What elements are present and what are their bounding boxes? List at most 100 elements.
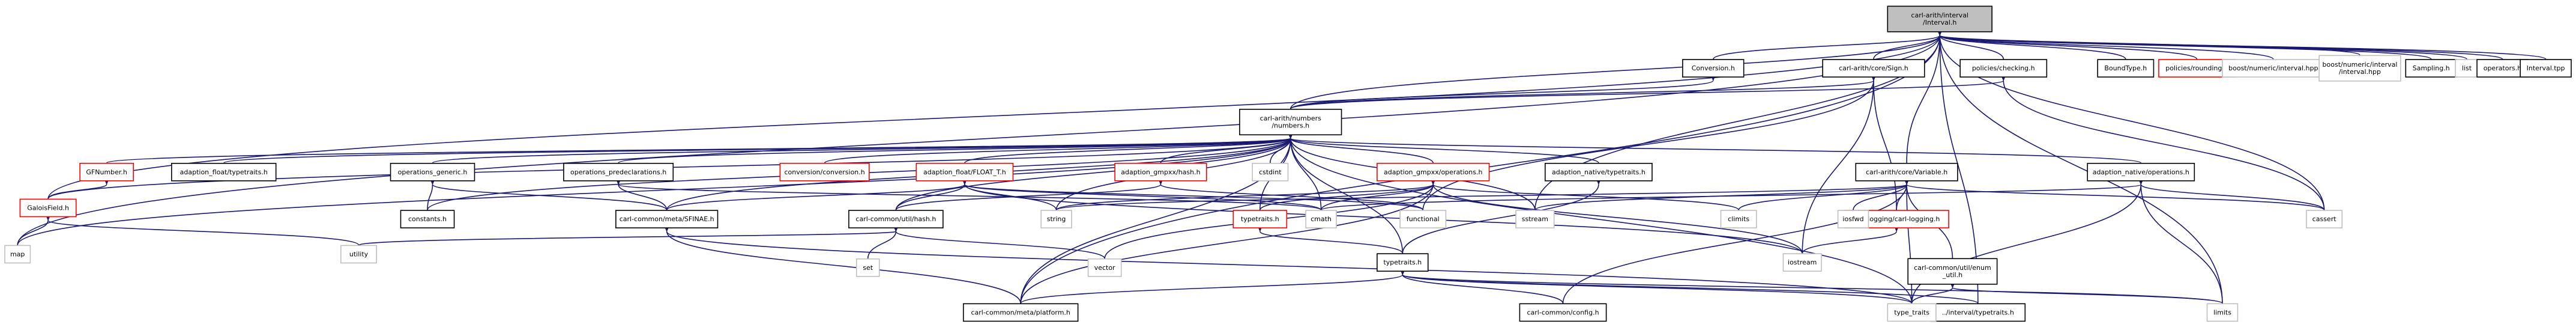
node-adaption_float_typetraits_h[interactable]: adaption_float/typetraits.h (170, 162, 277, 182)
edge-path (1158, 179, 1424, 211)
edge-numbers_h-to-gfnumber_h (106, 132, 1294, 164)
edge-float_t_h-to-sfinae_h (666, 179, 968, 211)
node-label: /interval.hpp (2339, 68, 2381, 76)
node-conversion_h[interactable]: Conversion.h (1682, 59, 1745, 78)
edge-operations_generic_h-to-sfinae_h (430, 179, 668, 211)
node-label: cmath (1311, 215, 1332, 223)
node-label: carl-arith/numbers (1260, 115, 1322, 123)
edge-variable_h-to-type_traits (1904, 179, 1913, 304)
edge-path (1055, 179, 1910, 211)
edge-path (1290, 29, 1943, 109)
node-variable_h[interactable]: carl-arith/core/Variable.h (1855, 162, 1958, 182)
node-box (1782, 253, 1822, 272)
node-box (4, 245, 31, 264)
edge-path (1712, 29, 1943, 60)
edge-path (47, 29, 1943, 199)
node-label: /Interval.h (1923, 19, 1956, 26)
edge-path (1402, 179, 1601, 254)
node-box (2318, 55, 2401, 82)
edge-hash_h-to-set (867, 226, 899, 259)
node-label: carl-common/util/hash.h (855, 215, 936, 223)
node-box (1087, 258, 1122, 277)
node-operators_h[interactable]: operators.h (2476, 59, 2529, 78)
node-gmpxx_hash_h[interactable]: adaption_gmpxx/hash.h (1114, 162, 1207, 182)
edge-path (1937, 29, 2198, 60)
edge-path (1911, 179, 2144, 304)
node-float_t_h[interactable]: adaption_float/FLOAT_T.h (915, 162, 1014, 182)
node-box (1232, 210, 1288, 228)
node-box (1887, 5, 1992, 32)
node-typetraits_trunc_h[interactable]: typetraits.h (1232, 210, 1288, 228)
node-type_traits: type_traits (1887, 303, 1937, 322)
edge-path (962, 179, 1322, 211)
edge-path (1853, 179, 1910, 210)
node-interval_typetraits_h[interactable]: ../interval/typetraits.h (1930, 303, 2026, 322)
node-label: carl-arith/core/Sign.h (1839, 64, 1908, 72)
node-box (1377, 253, 1429, 272)
node-sfinae_h[interactable]: carl-common/meta/SFINAE.h (615, 210, 719, 228)
node-boundtype_h[interactable]: BoundType.h (2097, 59, 2155, 78)
node-checking_h[interactable]: policies/checking.h (1959, 59, 2048, 78)
node-label: conversion/conversion.h (784, 168, 864, 176)
edge-path (1399, 269, 2223, 304)
node-label: adaption_gmpxx/hash.h (1121, 168, 1200, 176)
edge-numbers_h-to-gmpxx_hash_h (1160, 133, 1293, 164)
edge-path (1020, 269, 1405, 304)
edge-variable_h-to-config_h (1562, 179, 1910, 304)
node-config_h[interactable]: carl-common/config.h (1519, 303, 1607, 322)
node-native_operations_h[interactable]: adaption_native/operations.h (2087, 162, 2195, 182)
edge-root-to-conversion_h (1712, 29, 1943, 60)
node-galoisfield_h[interactable]: GaloisField.h (19, 198, 77, 218)
edge-sfinae_h-to-platform_h (664, 226, 1021, 304)
node-hash_h[interactable]: carl-common/util/hash.h (848, 210, 944, 228)
edge-root-to-checking_h (1937, 29, 2004, 60)
node-box (1545, 162, 1653, 182)
node-constants_h[interactable]: constants.h (400, 210, 455, 228)
edge-layer (17, 29, 2547, 304)
node-sampling_h[interactable]: Sampling.h (2405, 59, 2457, 78)
node-enum_util_h[interactable]: carl-common/util/enum_util.h (1907, 258, 1998, 285)
node-native_typetraits_h[interactable]: adaption_native/typetraits.h (1545, 162, 1653, 182)
edge-path (358, 225, 899, 246)
edge-path (1904, 179, 1913, 304)
node-box (2206, 303, 2239, 322)
node-gmpxx_operations_h[interactable]: adaption_gmpxx/operations.h (1377, 162, 1490, 182)
node-conversion_conversion_h[interactable]: conversion/conversion.h (779, 162, 870, 182)
edge-path (2138, 179, 2223, 304)
node-gfnumber_h[interactable]: GFNumber.h (79, 162, 134, 182)
edge-path (1290, 75, 1716, 110)
edge-gmpxx_operations_h-to-typetraits_trunc_h (1259, 179, 1436, 210)
node-label: boost/numeric/interval (2323, 61, 2398, 69)
node-functional: functional (1399, 210, 1447, 228)
edge-root-to-galoisfield_h (47, 29, 1943, 199)
node-label: limits (2213, 308, 2231, 316)
edge-native_operations_h-to-cassert (2138, 179, 2325, 210)
node-sign_h[interactable]: carl-arith/core/Sign.h (1822, 59, 1925, 78)
node-typetraits_h[interactable]: typetraits.h (1377, 253, 1429, 272)
node-interval_tpp[interactable]: Interval.tpp (2520, 59, 2572, 78)
node-box (79, 162, 134, 182)
edge-numbers_h-to-type_traits (1288, 133, 1913, 304)
node-vector: vector (1087, 258, 1122, 277)
edge-path (1738, 179, 1910, 210)
node-numbers_h[interactable]: carl-arith/numbers/numbers.h (1239, 109, 1342, 136)
node-operations_predeclarations_h[interactable]: operations_predeclarations.h (563, 162, 674, 182)
node-label: cassert (2312, 215, 2337, 223)
node-box (1515, 210, 1555, 228)
edge-path (2001, 75, 2325, 210)
edge-path (45, 215, 360, 246)
edge-path (1288, 133, 1913, 304)
node-label: string (1047, 215, 1066, 223)
edge-path (17, 29, 1943, 245)
edge-path (1562, 179, 1910, 304)
node-label: carl-logging/carl-logging.h (1853, 215, 1940, 223)
node-platform_h[interactable]: carl-common/meta/platform.h (962, 303, 1079, 322)
node-operations_generic_h[interactable]: operations_generic.h (390, 162, 475, 182)
edge-root-to-numbers_h (1290, 29, 1943, 109)
node-label: set (863, 264, 873, 272)
edge-path (1871, 75, 1897, 210)
edge-numbers_h-to-map (17, 133, 1293, 245)
node-label: carl-arith/core/Variable.h (1866, 168, 1947, 176)
edge-numbers_h-to-hash_h (895, 133, 1293, 210)
edge-path (1937, 29, 2126, 60)
